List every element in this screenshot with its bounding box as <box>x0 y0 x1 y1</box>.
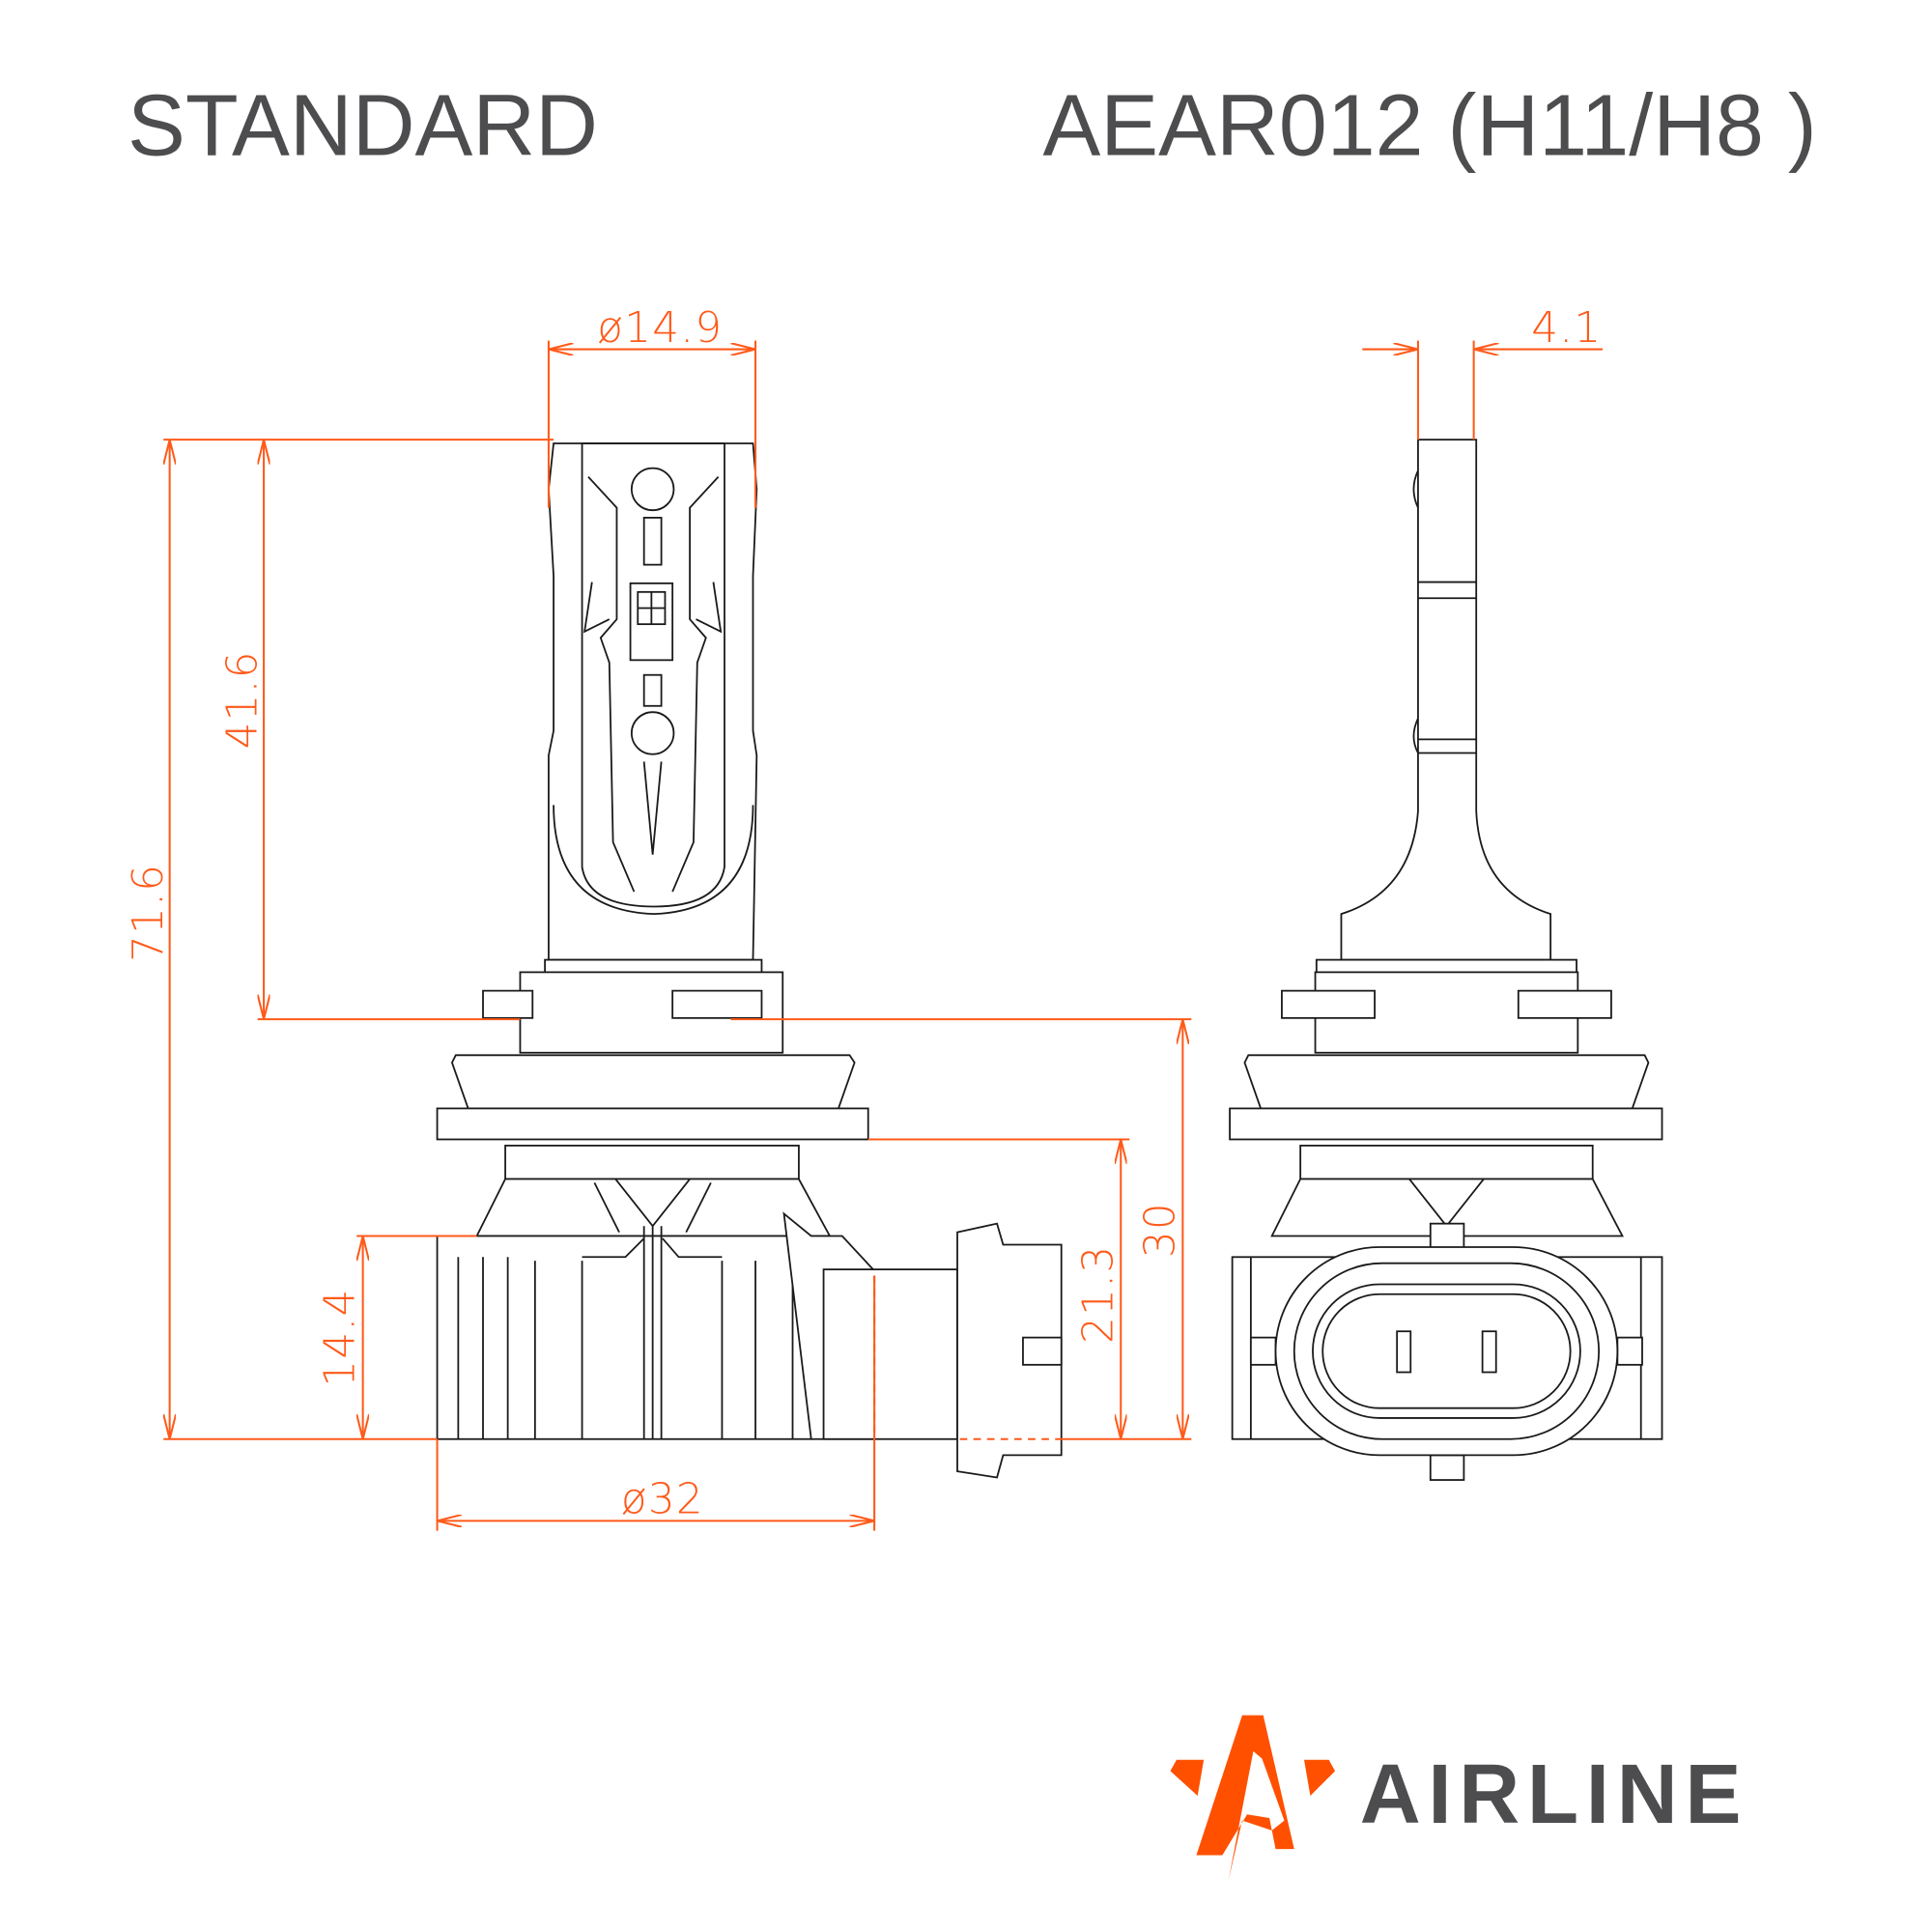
logo-wordmark: AIRLINE <box>1360 1747 1748 1841</box>
dim-heatsink-diameter: ø32 <box>436 1275 1062 1531</box>
dim-label-heatsink-height: 14.4 <box>317 1289 365 1387</box>
dim-label-connector-height: 21.3 <box>1074 1245 1122 1344</box>
dim-label-shaft-diameter: ø14.9 <box>597 304 723 353</box>
bulb-side-view <box>1229 439 1663 1481</box>
dim-shaft-diameter: ø14.9 <box>547 304 757 508</box>
dim-connector-height: 21.3 <box>867 1138 1130 1439</box>
airline-logo: AIRLINE <box>1170 1715 1748 1881</box>
dim-shaft-thickness: 4.1 <box>1362 304 1603 440</box>
dim-total-length: 71.6 <box>125 440 438 1440</box>
dim-label-shaft-length: 41.6 <box>218 650 267 749</box>
dim-shaft-length: 41.6 <box>163 439 554 1021</box>
dim-label-heatsink-diameter: ø32 <box>621 1476 704 1524</box>
star-a-logo-icon <box>1170 1715 1336 1881</box>
dim-heatsink-height: 14.4 <box>317 1235 477 1439</box>
dim-label-total-length: 71.6 <box>125 864 173 962</box>
dim-base-height: 30 <box>730 1018 1192 1440</box>
bulb-front-view <box>436 442 1063 1479</box>
model-title: AEAR012 (H11/H8 ) <box>1042 77 1816 174</box>
standard-title: STANDARD <box>128 77 598 174</box>
dim-label-shaft-thickness: 4.1 <box>1531 304 1602 353</box>
dim-label-base-height: 30 <box>1136 1202 1184 1258</box>
